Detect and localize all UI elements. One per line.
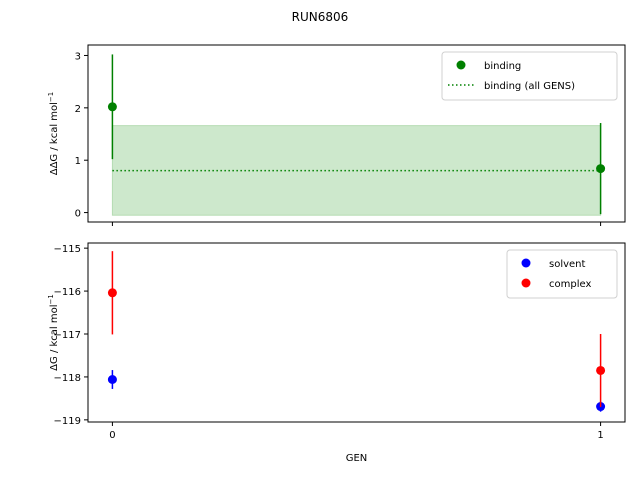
y-axis-label-main: ΔΔG / kcal mol bbox=[49, 102, 60, 175]
y-tick-label: 1 bbox=[75, 156, 81, 167]
legend: binding binding (all GENS) bbox=[441, 51, 618, 101]
y-axis-label-main: ΔG / kcal mol bbox=[49, 305, 60, 371]
y-tick-label: 3 bbox=[75, 51, 81, 62]
binding-point bbox=[596, 164, 606, 174]
y-tick-label: −117 bbox=[54, 330, 81, 341]
y-axis-label-superscript: −1 bbox=[47, 294, 55, 304]
y-axis-label: ΔG / kcal mol−1 bbox=[47, 294, 60, 371]
figure-title: RUN6806 bbox=[292, 10, 349, 24]
y-tick-label: −115 bbox=[54, 244, 81, 255]
legend-label: complex bbox=[549, 279, 591, 290]
y-axis-label: ΔΔG / kcal mol−1 bbox=[47, 92, 60, 176]
solvent-point bbox=[107, 375, 117, 385]
bottom-panel-solvent-complex: −115 −116 −117 −118 −119 0 1 ΔG / kcal mol−1GEN… bbox=[47, 242, 626, 464]
legend-marker bbox=[456, 60, 466, 70]
complex-point bbox=[596, 365, 606, 375]
y-tick-label: −118 bbox=[54, 373, 81, 384]
legend: solvent complex bbox=[506, 249, 618, 299]
y-axis-label-superscript: −1 bbox=[47, 92, 55, 102]
legend-box bbox=[506, 249, 618, 299]
complex-point bbox=[107, 288, 117, 298]
axes-frame bbox=[87, 44, 626, 223]
y-tick-label: −119 bbox=[54, 416, 81, 427]
x-axis-label: GEN bbox=[346, 453, 368, 464]
axes-frame bbox=[87, 242, 626, 423]
legend-label: solvent bbox=[549, 259, 586, 270]
legend-label: binding (all GENS) bbox=[484, 81, 575, 92]
y-tick-label: 2 bbox=[75, 104, 81, 115]
binding-point bbox=[107, 102, 117, 112]
x-tick-label: 0 bbox=[109, 430, 115, 441]
x-tick-label: 1 bbox=[597, 430, 603, 441]
y-tick-label: 0 bbox=[75, 209, 81, 220]
legend-marker bbox=[521, 278, 531, 288]
legend-box bbox=[441, 51, 618, 101]
legend-marker bbox=[521, 258, 531, 268]
legend-label: binding bbox=[484, 61, 521, 72]
y-tick-label: −116 bbox=[54, 287, 81, 298]
